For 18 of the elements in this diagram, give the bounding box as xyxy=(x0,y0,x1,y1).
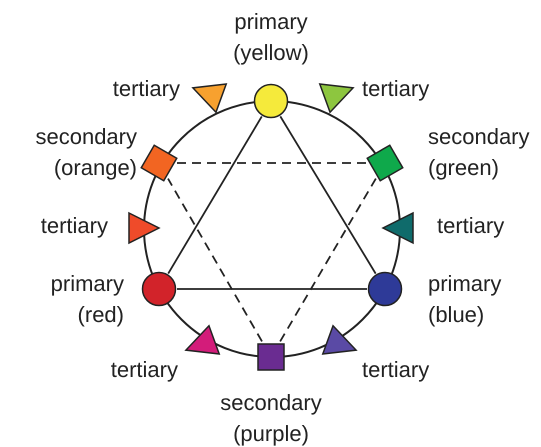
color-label: primary (blue) xyxy=(428,270,502,329)
color-label: tertiary xyxy=(437,212,506,240)
color-label: secondary (orange) xyxy=(34,123,137,182)
dashed-line xyxy=(279,178,377,342)
color-label: primary (yellow) xyxy=(232,8,310,67)
color-label: tertiary xyxy=(110,356,178,384)
color-label: tertiary xyxy=(112,75,180,103)
color-label: secondary (green) xyxy=(428,123,531,182)
color-label: tertiary xyxy=(362,356,430,384)
color-label: primary (red) xyxy=(50,270,124,329)
connector-line xyxy=(280,116,376,274)
color-label: secondary (purple) xyxy=(219,389,323,447)
connector-line xyxy=(177,288,367,290)
dashed-line xyxy=(177,162,367,164)
connector-line xyxy=(167,116,263,274)
color-label: tertiary xyxy=(362,75,430,103)
dashed-line xyxy=(167,178,263,342)
color-label: tertiary xyxy=(40,212,108,240)
